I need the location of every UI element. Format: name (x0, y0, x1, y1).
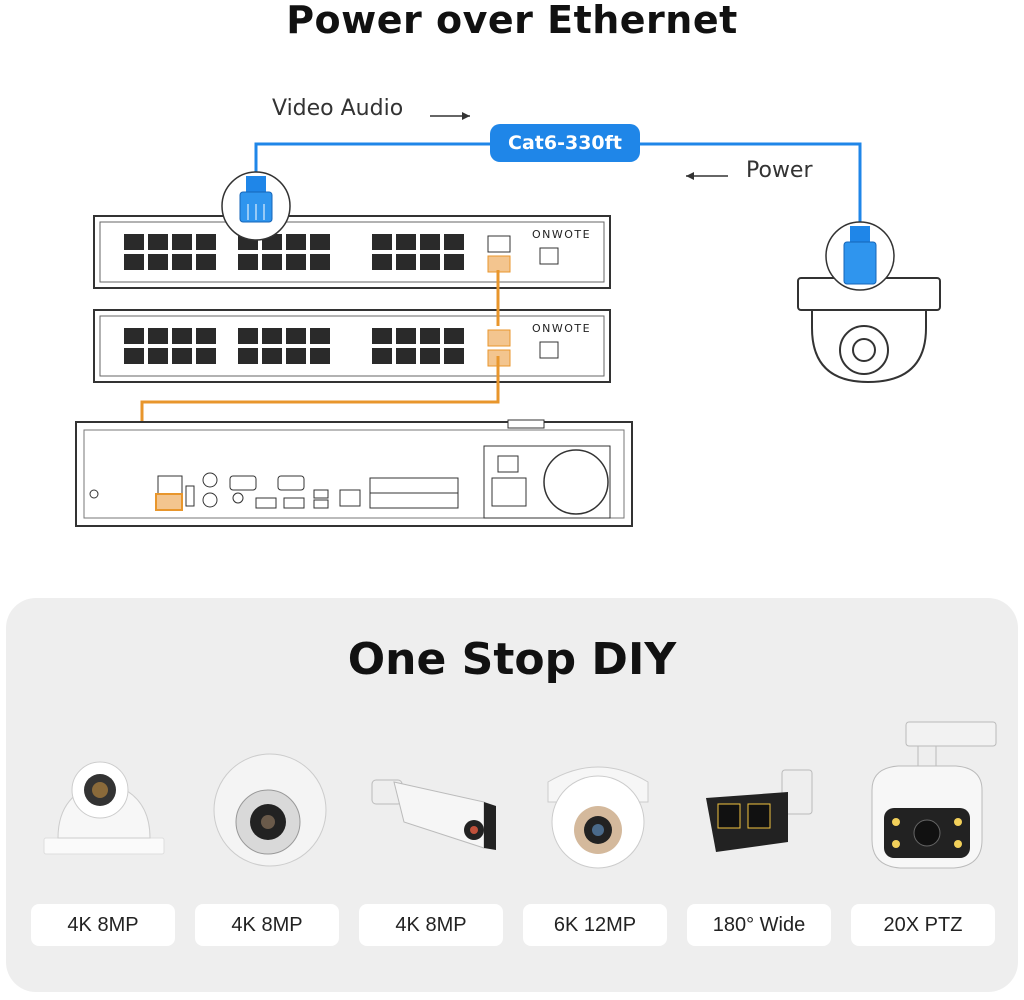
ethernet-port (310, 348, 330, 364)
dome-camera-icon (797, 221, 941, 384)
dome-camera-icon (213, 753, 327, 867)
ethernet-port (420, 328, 440, 344)
ethernet-port (444, 348, 464, 364)
nvr-recorder (75, 419, 633, 527)
ethernet-port (196, 254, 216, 270)
ethernet-port (148, 234, 168, 250)
ethernet-port (124, 254, 144, 270)
cable-badge: Cat6-330ft (490, 124, 640, 162)
ethernet-port (238, 254, 258, 270)
ethernet-port (262, 328, 282, 344)
rj45-plug-icon (221, 171, 291, 241)
ethernet-port (286, 348, 306, 364)
product-label: 4K 8MP (359, 904, 503, 946)
poe-diagram (75, 112, 941, 527)
turret-camera-icon (547, 766, 649, 869)
ethernet-port (148, 348, 168, 364)
ethernet-port (172, 348, 192, 364)
ethernet-port (196, 348, 216, 364)
ethernet-port (238, 348, 258, 364)
product-label: 4K 8MP (195, 904, 339, 946)
ethernet-port (310, 328, 330, 344)
ethernet-port (196, 328, 216, 344)
ptz-camera-icon (871, 721, 997, 869)
product-label: 20X PTZ (851, 904, 995, 946)
ethernet-port (262, 254, 282, 270)
product-label: 4K 8MP (31, 904, 175, 946)
ethernet-port (286, 328, 306, 344)
bullet-camera-icon (371, 779, 496, 850)
product-label: 6K 12MP (523, 904, 667, 946)
turret-camera-icon (43, 761, 165, 855)
ethernet-port (396, 348, 416, 364)
section-title: One Stop DIY (347, 634, 677, 685)
ethernet-port (396, 328, 416, 344)
ethernet-port (372, 234, 392, 250)
ethernet-port (372, 254, 392, 270)
ethernet-port (396, 234, 416, 250)
ethernet-port (124, 234, 144, 250)
uplink-port (487, 329, 511, 347)
ethernet-port (444, 234, 464, 250)
arrow-right-icon (430, 112, 470, 120)
ethernet-port (420, 234, 440, 250)
ethernet-port (286, 234, 306, 250)
ethernet-port (372, 348, 392, 364)
ethernet-port (310, 234, 330, 250)
switch-brand-bottom: ONWOTE (532, 322, 592, 335)
ethernet-port (444, 254, 464, 270)
sfp-port (539, 341, 559, 359)
uplink-port (487, 255, 511, 273)
ethernet-port (172, 254, 192, 270)
ethernet-port (420, 254, 440, 270)
video-audio-label: Video Audio (272, 96, 404, 121)
switch-brand-top: ONWOTE (532, 228, 592, 241)
ethernet-port (148, 254, 168, 270)
ethernet-port (124, 328, 144, 344)
poe-switch-top (93, 215, 611, 289)
ethernet-port (148, 328, 168, 344)
ethernet-port (124, 348, 144, 364)
ethernet-port (286, 254, 306, 270)
ethernet-port (172, 234, 192, 250)
sfp-port (539, 247, 559, 265)
uplink-port (487, 235, 511, 253)
power-label: Power (746, 158, 813, 183)
product-label: 180° Wide (687, 904, 831, 946)
ethernet-port (310, 254, 330, 270)
ethernet-port (196, 234, 216, 250)
ethernet-port (396, 254, 416, 270)
ethernet-port (420, 348, 440, 364)
poe-switch-bottom (93, 309, 611, 383)
arrow-left-icon (686, 172, 728, 180)
dual-lens-camera-icon (706, 769, 813, 852)
ethernet-port (262, 348, 282, 364)
page-title: Power over Ethernet (286, 0, 738, 42)
ethernet-port (238, 328, 258, 344)
ethernet-port (372, 328, 392, 344)
ethernet-port (444, 328, 464, 344)
ethernet-port (172, 328, 192, 344)
